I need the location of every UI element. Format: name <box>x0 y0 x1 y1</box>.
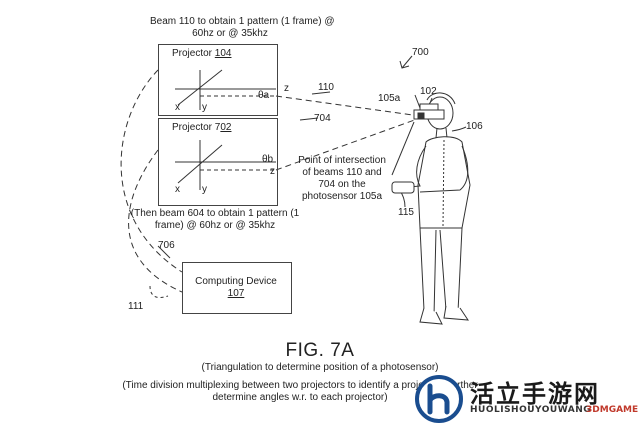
ref-111: 111 <box>128 301 144 312</box>
axis-x-label: x <box>175 184 180 195</box>
axis-z-label: z <box>270 166 275 177</box>
ref-106: 106 <box>466 121 483 132</box>
ref-706: 706 <box>158 240 175 251</box>
figure-subtitle: (Triangulation to determine position of … <box>201 362 439 373</box>
angle-b-label: θb <box>262 154 274 165</box>
ref-110: 110 <box>318 82 334 93</box>
beam-704 <box>275 117 421 171</box>
projector-104-label: Projector 104 <box>172 48 232 59</box>
computing-device-label: Computing Device 107 <box>195 276 277 299</box>
watermark-logo-icon <box>415 375 463 423</box>
person-figure <box>391 92 471 325</box>
ref-700: 700 <box>412 47 429 58</box>
projector-104-axes <box>175 69 276 110</box>
watermark: 活立手游网 HUOLISHOUYOUWANG 3DMGAME <box>414 372 639 426</box>
ref-102: 102 <box>420 86 437 97</box>
axis-z-label: z <box>284 83 289 94</box>
figure-title: FIG. 7A <box>285 340 355 361</box>
connection-111 <box>128 149 183 293</box>
projector-702-box <box>158 118 278 206</box>
projector-702-axes <box>175 140 276 190</box>
ref-115: 115 <box>398 207 414 218</box>
projector-104-box <box>158 44 278 116</box>
computing-device-box <box>182 262 292 314</box>
ref-704: 704 <box>314 113 331 124</box>
beam-caption-top: Beam 110 to obtain 1 pattern (1 frame) @… <box>150 16 335 39</box>
beam-110 <box>275 95 421 117</box>
axis-y-label: y <box>202 102 207 113</box>
axis-x-label: x <box>175 102 180 113</box>
axis-y-label: y <box>202 184 207 195</box>
watermark-subtitle: HUOLISHOUYOUWANG <box>470 405 592 415</box>
angle-a-label: θa <box>258 90 270 101</box>
watermark-site: 3DMGAME <box>586 405 639 415</box>
intersection-note: Point of intersection of beams 110 and 7… <box>298 155 386 202</box>
projector-702-label: Projector 702 <box>172 122 232 133</box>
beam-caption-bottom: (Then beam 604 to obtain 1 pattern (1 fr… <box>130 208 300 231</box>
ref-105a: 105a <box>378 93 401 104</box>
figure-note: (Time division multiplexing between two … <box>122 380 478 403</box>
watermark-title: 活立手游网 <box>470 380 600 408</box>
